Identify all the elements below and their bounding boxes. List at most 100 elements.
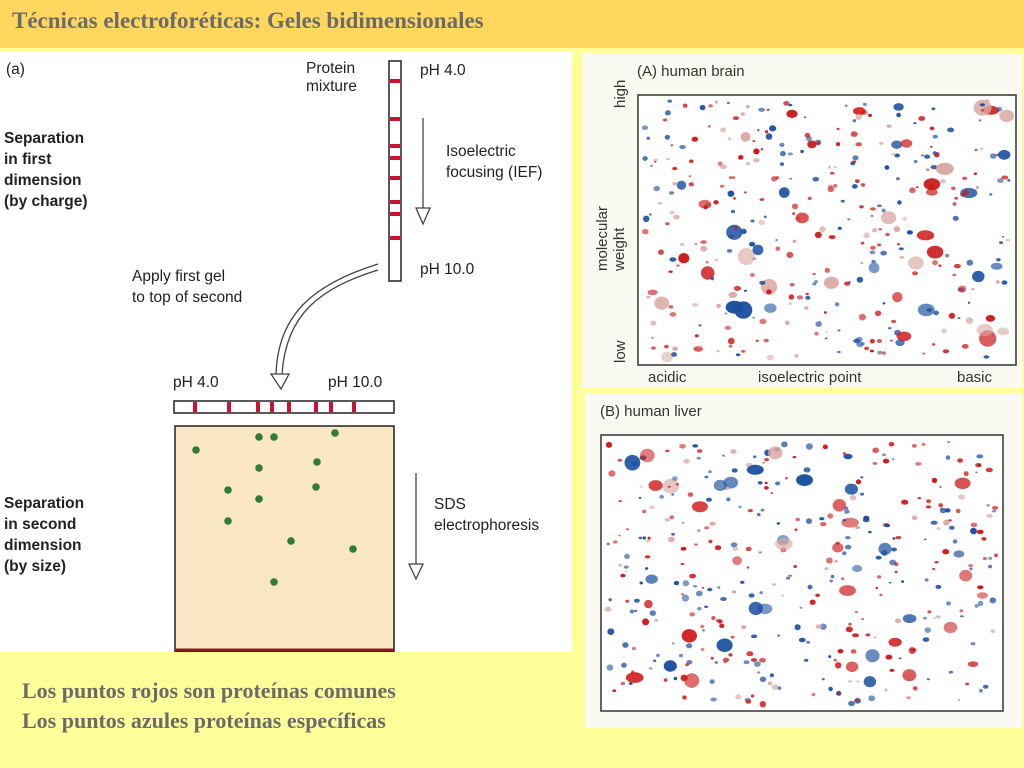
protein-spot — [806, 640, 811, 644]
protein-spot — [724, 312, 728, 315]
protein-spot — [994, 553, 998, 558]
protein-mixture-line: Protein — [306, 60, 356, 77]
protein-spot — [881, 453, 886, 456]
protein-spot — [807, 584, 813, 590]
protein-spot — [656, 653, 660, 657]
protein-spot — [691, 136, 699, 142]
ief-label: Isoelectric focusing (IEF) — [446, 141, 542, 183]
protein-spot — [986, 504, 991, 507]
protein-spot — [667, 99, 672, 103]
protein-spot — [869, 250, 876, 255]
protein-spot — [981, 537, 987, 541]
protein-spot — [859, 205, 864, 209]
protein-spot — [872, 228, 878, 233]
protein-spot — [786, 109, 798, 118]
protein-spot — [713, 200, 719, 205]
first-dimension-line: dimension — [4, 172, 82, 189]
protein-spot — [668, 305, 674, 309]
protein-spot — [990, 153, 997, 159]
protein-spot — [837, 226, 842, 230]
protein-spot — [852, 160, 856, 164]
protein-spot — [710, 697, 717, 702]
protein-spot — [662, 478, 680, 494]
protein-spot — [842, 551, 847, 556]
protein-spot — [854, 611, 858, 614]
protein-spot — [678, 253, 690, 264]
protein-spot — [745, 546, 752, 552]
protein-spot — [884, 524, 891, 528]
protein-spot — [855, 479, 862, 485]
protein-spot — [753, 455, 757, 459]
protein-spot — [775, 481, 781, 486]
protein-spot — [793, 565, 797, 568]
protein-spot — [764, 481, 768, 485]
protein-spot — [909, 187, 916, 194]
protein-spot — [814, 231, 822, 239]
apply-line: to top of second — [132, 289, 243, 306]
protein-spot — [694, 334, 699, 338]
protein-spot — [631, 461, 638, 467]
protein-spot — [734, 301, 753, 319]
protein-spot — [875, 586, 879, 590]
protein-spot — [1001, 280, 1008, 285]
protein-spot — [891, 458, 895, 460]
protein-spot — [858, 313, 866, 321]
protein-spot — [673, 676, 678, 681]
protein-spot — [975, 185, 979, 190]
protein-spot — [670, 144, 674, 147]
protein-spot — [830, 574, 835, 579]
protein-spot — [962, 176, 968, 180]
protein-spot — [952, 215, 959, 221]
protein-spot — [671, 352, 677, 357]
protein-spot — [799, 606, 803, 609]
protein-spot — [709, 679, 715, 684]
protein-spot — [696, 606, 702, 611]
protein-spot — [722, 657, 730, 663]
protein-spot — [833, 658, 837, 662]
protein-spot — [845, 626, 853, 633]
protein-spot — [860, 110, 868, 116]
protein-spot — [708, 539, 713, 544]
protein-spot — [766, 108, 770, 111]
protein-spot — [727, 337, 735, 345]
protein-spot — [723, 476, 739, 489]
protein-spot — [768, 446, 783, 460]
protein-spot — [958, 494, 966, 500]
protein-spot — [804, 132, 811, 138]
protein-spot — [639, 485, 643, 488]
protein-spot — [713, 479, 727, 491]
protein-spot — [708, 470, 712, 474]
protein-spot — [618, 534, 621, 537]
gel-spot — [312, 483, 320, 491]
protein-spot — [685, 663, 690, 667]
protein-spot — [875, 555, 882, 560]
protein-spot — [726, 249, 733, 253]
protein-spot — [691, 303, 699, 307]
protein-spot — [926, 499, 932, 504]
protein-spot — [675, 483, 679, 486]
protein-spot — [850, 649, 857, 654]
protein-spot — [759, 280, 766, 285]
protein-spot — [772, 583, 776, 586]
protein-spot — [828, 165, 831, 169]
protein-spot — [726, 497, 731, 502]
protein-spot — [970, 642, 976, 646]
protein-spot — [844, 281, 851, 286]
protein-spot — [877, 575, 882, 579]
protein-spot — [803, 467, 811, 473]
protein-spot — [728, 344, 733, 348]
protein-spot — [608, 598, 612, 602]
liver-gel-image — [600, 434, 1004, 712]
protein-spot — [647, 289, 658, 296]
protein-spot — [882, 302, 886, 305]
protein-spot — [781, 594, 785, 597]
protein-spot — [895, 618, 901, 624]
protein-spot — [747, 509, 753, 513]
protein-spot — [732, 116, 740, 120]
protein-spot — [895, 535, 902, 540]
protein-spot — [730, 635, 735, 639]
brain-gel-image — [637, 94, 1017, 366]
protein-spot — [714, 258, 719, 262]
protein-spot — [837, 649, 844, 654]
first-dimension-label: Separation in first dimension (by charge… — [4, 128, 88, 212]
